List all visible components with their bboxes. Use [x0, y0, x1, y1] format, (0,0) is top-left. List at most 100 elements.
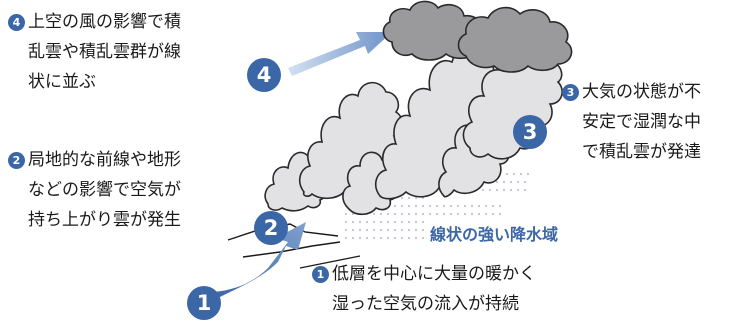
rain-dot	[506, 173, 508, 175]
rain-dot	[359, 221, 361, 223]
rain-dot	[485, 213, 487, 215]
rain-dot	[366, 237, 368, 239]
rain-dot	[352, 213, 354, 215]
rain-dot	[408, 205, 410, 207]
rain-dot	[366, 229, 368, 231]
rain-dot	[489, 189, 491, 191]
rain-dot	[503, 189, 505, 191]
rain-dot	[345, 237, 347, 239]
step-4-line-3: 状に並ぶ	[28, 72, 96, 92]
rain-dot	[387, 237, 389, 239]
rain-dot	[380, 237, 382, 239]
rain-dot	[422, 213, 424, 215]
step-4-line-1: 上空の風の影響で積	[28, 12, 181, 32]
rain-dot	[415, 229, 417, 231]
step-2-bullet: 2	[8, 152, 25, 169]
rain-dot	[436, 205, 438, 207]
rain-dot	[394, 213, 396, 215]
rain-dot	[394, 205, 396, 207]
rain-dot	[510, 181, 512, 183]
rain-dot	[503, 181, 505, 183]
rain-dot	[387, 213, 389, 215]
rain-dot	[499, 213, 501, 215]
rain-dot	[422, 205, 424, 207]
rain-dot	[380, 229, 382, 231]
rain-dot	[492, 213, 494, 215]
rain-dot	[352, 229, 354, 231]
rain-dot	[478, 205, 480, 207]
rain-dot	[422, 197, 424, 199]
rain-dot	[366, 221, 368, 223]
rain-dot	[496, 181, 498, 183]
rain-dot	[443, 205, 445, 207]
rain-dot	[517, 189, 519, 191]
rain-dot	[401, 221, 403, 223]
rain-dot	[359, 237, 361, 239]
rain-dot	[527, 173, 529, 175]
rain-dot	[415, 237, 417, 239]
rain-dot	[373, 221, 375, 223]
rain-dot	[443, 213, 445, 215]
rain-dot	[345, 229, 347, 231]
rain-dot	[429, 205, 431, 207]
rain-dot	[394, 237, 396, 239]
rain-dot	[415, 221, 417, 223]
rain-dot	[387, 229, 389, 231]
rain-dot	[510, 189, 512, 191]
rain-dot	[373, 213, 375, 215]
rain-dot	[499, 205, 501, 207]
rain-dot	[380, 221, 382, 223]
anvil-cloud-right	[457, 6, 573, 73]
rain-dot	[464, 213, 466, 215]
rain-dot	[429, 213, 431, 215]
rain-dot	[471, 213, 473, 215]
rain-dot	[415, 197, 417, 199]
rain-dot	[450, 213, 452, 215]
rain-dot	[408, 229, 410, 231]
rain-dot	[408, 237, 410, 239]
rain-dot	[387, 221, 389, 223]
rain-dot	[422, 229, 424, 231]
rain-dot	[471, 205, 473, 207]
rain-dot	[457, 205, 459, 207]
step-2-line-2: などの影響で空気が	[28, 180, 181, 200]
rain-dot	[401, 205, 403, 207]
rain-dot	[496, 189, 498, 191]
rain-dot	[373, 229, 375, 231]
rain-dot	[524, 189, 526, 191]
rain-dot	[408, 213, 410, 215]
step-3-line-3: で積乱雲が発達	[582, 142, 701, 162]
rain-dot	[422, 237, 424, 239]
rain-dot	[394, 229, 396, 231]
rain-dot	[485, 205, 487, 207]
rain-dot	[352, 221, 354, 223]
rain-band-label: 線状の強い降水域	[430, 225, 559, 244]
step-3-bullet: 3	[562, 84, 579, 101]
rain-dot	[380, 213, 382, 215]
rain-dot	[478, 213, 480, 215]
badge-step-1: 1	[187, 286, 221, 320]
rain-dot	[524, 181, 526, 183]
badge-step-3: 3	[513, 115, 547, 149]
rain-dot	[415, 213, 417, 215]
rain-dot	[408, 221, 410, 223]
step-2-line-3: 持ち上がり雲が発生	[28, 210, 181, 230]
rain-dot	[394, 221, 396, 223]
rain-dot	[517, 181, 519, 183]
badge-step-4: 4	[247, 58, 281, 92]
rain-dot	[401, 197, 403, 199]
rain-dot	[345, 221, 347, 223]
step-3-line-2: 安定で湿潤な中	[582, 112, 701, 132]
rain-dot	[464, 205, 466, 207]
rain-dot	[359, 229, 361, 231]
rain-dot	[450, 205, 452, 207]
step-4-line-2: 乱雲や積乱雲群が線	[28, 42, 181, 62]
badge-step-2: 2	[254, 211, 288, 245]
step-3-line-1: 大気の状態が不	[582, 82, 701, 102]
step-2-line-1: 局地的な前線や地形	[28, 150, 181, 170]
step-1-bullet: 1	[312, 266, 329, 283]
